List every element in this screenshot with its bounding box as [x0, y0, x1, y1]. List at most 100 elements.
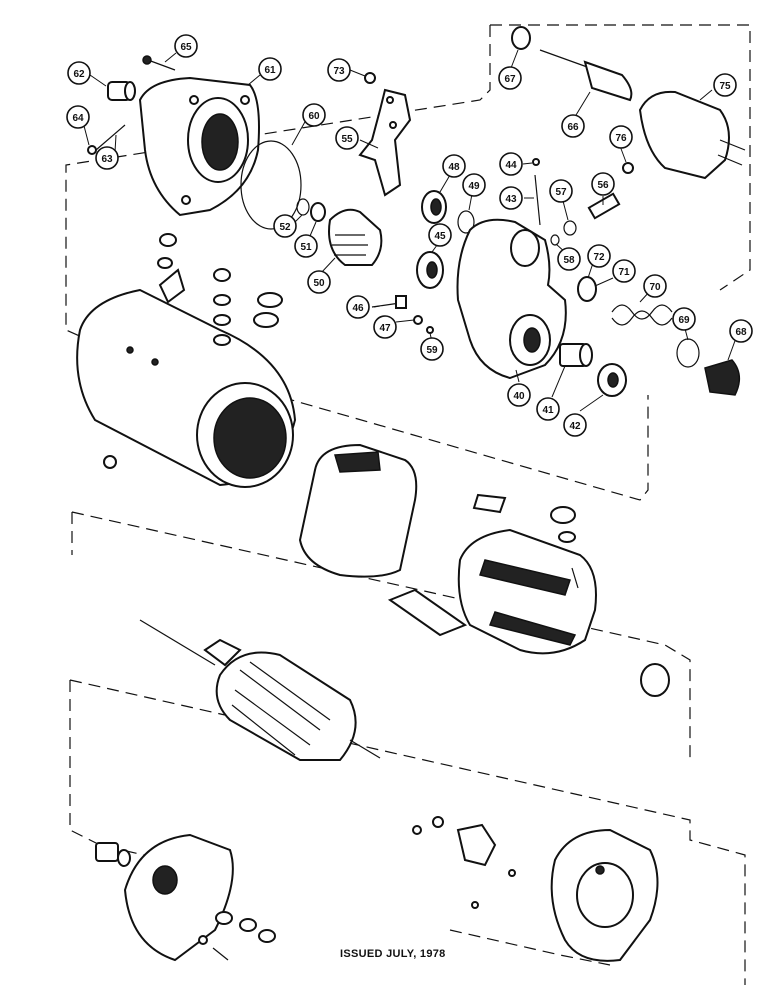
ring-57	[563, 220, 577, 236]
callout-45-label: 45	[434, 231, 446, 242]
screw	[103, 455, 117, 469]
callout-46: 46	[346, 295, 370, 319]
callout-46-label: 46	[352, 303, 364, 314]
ring-69	[676, 338, 700, 368]
bolt-65	[142, 55, 176, 71]
callout-44-label: 44	[505, 160, 517, 171]
callout-47-label: 47	[379, 323, 391, 334]
armature	[139, 619, 381, 761]
bushing-41	[559, 343, 593, 367]
callout-73-label: 73	[333, 66, 345, 77]
callout-41: 41	[536, 397, 560, 421]
callout-63: 63	[95, 146, 119, 170]
callout-65: 65	[174, 34, 198, 58]
callout-60: 60	[302, 103, 326, 127]
insulator-strip	[472, 493, 507, 514]
retainer-51	[310, 202, 326, 222]
drive-end-plate	[123, 833, 234, 962]
callout-65-label: 65	[180, 42, 192, 53]
callout-62: 62	[67, 61, 91, 85]
callout-70: 70	[643, 274, 667, 298]
ring-52	[296, 198, 310, 216]
callout-49: 49	[462, 173, 486, 197]
callout-42: 42	[563, 413, 587, 437]
washer-72	[577, 276, 597, 302]
callout-42-label: 42	[569, 421, 581, 432]
callout-67: 67	[498, 66, 522, 90]
nose-housing-40	[456, 218, 567, 380]
callout-43: 43	[499, 186, 523, 210]
callout-56: 56	[591, 172, 615, 196]
group-outline-upper-right	[490, 24, 751, 291]
callout-44: 44	[499, 152, 523, 176]
end-frame	[550, 828, 659, 962]
pole-shoe	[387, 588, 468, 637]
plunger-56	[587, 192, 621, 220]
bushing-bottom	[95, 842, 131, 867]
callout-64-label: 64	[72, 113, 84, 124]
callout-61-label: 61	[264, 65, 276, 76]
callout-55: 55	[335, 126, 359, 150]
callout-56-label: 56	[597, 180, 609, 191]
callout-40-label: 40	[513, 391, 525, 402]
brush-holder	[412, 816, 516, 909]
washer-59	[426, 326, 434, 334]
callout-66: 66	[561, 114, 585, 138]
drive-pinion-50	[328, 208, 383, 266]
group-outline-upper	[65, 25, 649, 501]
washer-67	[511, 26, 531, 50]
callout-71-label: 71	[618, 267, 630, 278]
ring-58	[550, 234, 560, 246]
callout-51-label: 51	[300, 242, 312, 253]
callout-47: 47	[373, 315, 397, 339]
callout-68: 68	[729, 319, 753, 343]
callout-71: 71	[612, 259, 636, 283]
terminal-stud	[550, 506, 579, 589]
screw-76	[622, 162, 634, 174]
pin-73	[364, 72, 376, 84]
callout-59-label: 59	[426, 345, 438, 356]
callout-50: 50	[307, 270, 331, 294]
bottom-washers	[198, 911, 276, 961]
clip-44	[532, 158, 540, 166]
callout-76-label: 76	[615, 133, 627, 144]
callout-64: 64	[66, 105, 90, 129]
drive-housing	[138, 76, 260, 217]
field-frame	[76, 288, 297, 488]
pin-43	[534, 174, 541, 226]
callout-57: 57	[549, 179, 573, 203]
callout-63-label: 63	[101, 154, 113, 165]
callout-55-label: 55	[341, 134, 353, 145]
bushing-62	[107, 81, 136, 101]
callout-58-label: 58	[563, 255, 575, 266]
nuts-and-washers	[157, 233, 283, 346]
callout-70-label: 70	[649, 282, 661, 293]
callout-43-label: 43	[505, 194, 517, 205]
callout-69-label: 69	[678, 315, 690, 326]
callout-73: 73	[327, 58, 351, 82]
callout-75-label: 75	[719, 81, 731, 92]
callout-75: 75	[713, 73, 737, 97]
callout-72: 72	[587, 244, 611, 268]
callout-69: 69	[672, 307, 696, 331]
plunger-66	[539, 49, 633, 102]
callout-52: 52	[273, 214, 297, 238]
shift-lever-55	[358, 88, 412, 197]
contact-68	[704, 359, 741, 396]
washer-42	[597, 363, 627, 397]
washer-47	[413, 315, 423, 325]
callout-76: 76	[609, 125, 633, 149]
callout-48-label: 48	[448, 162, 460, 173]
group-outline-middle	[71, 511, 691, 760]
spacer	[640, 663, 670, 697]
callout-58: 58	[557, 247, 581, 271]
field-coils	[457, 528, 597, 655]
callout-51: 51	[294, 234, 318, 258]
callout-48: 48	[442, 154, 466, 178]
callout-52-label: 52	[279, 222, 291, 233]
pin-63	[87, 124, 126, 155]
callout-49-label: 49	[468, 181, 480, 192]
callout-62-label: 62	[73, 69, 85, 80]
callout-45: 45	[428, 223, 452, 247]
